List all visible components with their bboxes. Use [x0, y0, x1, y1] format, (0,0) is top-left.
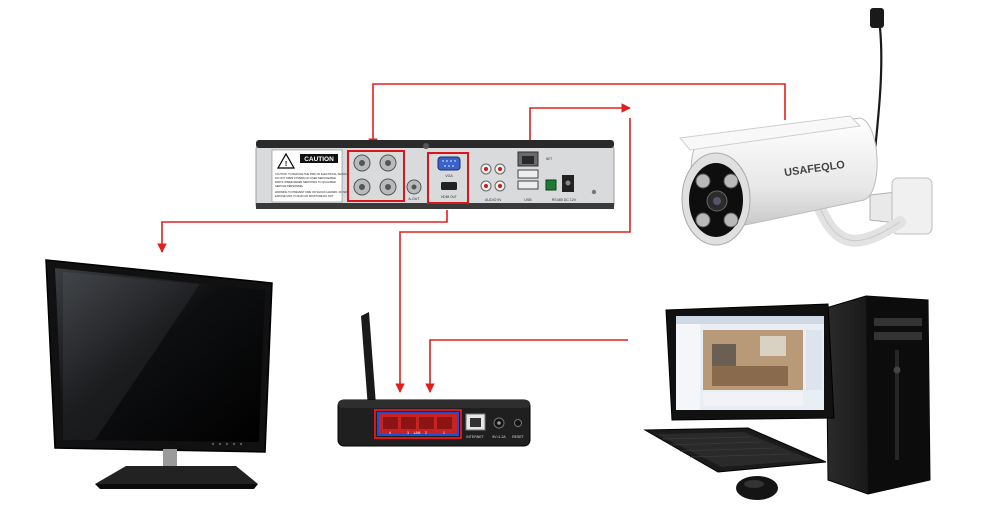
reset-label: RESET: [512, 435, 525, 439]
lan-number-4: 4: [389, 431, 391, 435]
video-out-highlight: [427, 152, 469, 204]
usb-label: USB: [524, 198, 532, 202]
svg-text:!: !: [285, 161, 287, 168]
bnc-inputs: [347, 150, 405, 202]
caution-title: CAUTION: [304, 156, 334, 163]
caution-line-3: PARTS INSIDE REFER SERVICING TO QUALIFIE…: [275, 180, 336, 184]
dvr-icon: ! CAUTION CAUTION: TO REDUCE THE RISK OF…: [255, 140, 615, 209]
audio-in-label: AUDIO IN: [485, 198, 501, 202]
desktop-computer-icon: [643, 295, 931, 500]
dvr-to-monitor-line: [157, 210, 448, 253]
router-icon: 4 3 LAN 2 1 INTERNET 5V=1.2A RESET: [337, 312, 531, 447]
lan-label: LAN: [414, 431, 421, 435]
caution-line-5: WARNING TO PREVENT FIRE OR SHOCK HAZARD,…: [275, 190, 349, 194]
power-label: RS485 DC 12V: [552, 198, 577, 202]
lan-number-3: 3: [407, 431, 409, 435]
bnc-highlight: [347, 150, 405, 202]
aout-label: A-OUT: [408, 197, 420, 201]
router-power-label: 5V=1.2A: [492, 435, 506, 439]
net-to-router-line: [395, 118, 631, 393]
audio-in-ports: [480, 163, 506, 192]
caution-line-1: CAUTION: TO REDUCE THE RISK OF ELECTRICA…: [275, 172, 347, 176]
lan-number-1: 1: [443, 431, 445, 435]
lan-highlight: [374, 409, 462, 439]
vga-label: VGA: [445, 174, 453, 178]
hdmi-label: HDMI OUT: [441, 195, 457, 199]
dvr-net-line: [529, 103, 631, 145]
camera-to-dvr-line: [368, 83, 786, 148]
lan-ports: 4 3 LAN 2 1: [374, 409, 462, 439]
caution-line-6: EXPOSE UNIT TO RAIN OR MOISTURE DO NOT: [275, 194, 334, 198]
pc-to-router-line: [425, 339, 628, 393]
net-label: NET: [546, 157, 552, 161]
caution-line-2: DO NOT OPEN COVERS NO USER SERVICEABLE: [275, 176, 336, 180]
internet-label: INTERNET: [466, 435, 484, 439]
monitor-icon: [45, 259, 273, 489]
connections: [157, 83, 786, 393]
caution-line-4: SERVICE PERSONNEL: [275, 184, 304, 188]
camera-icon: USAFEQLO: [679, 8, 933, 247]
lan-number-2: 2: [425, 431, 427, 435]
